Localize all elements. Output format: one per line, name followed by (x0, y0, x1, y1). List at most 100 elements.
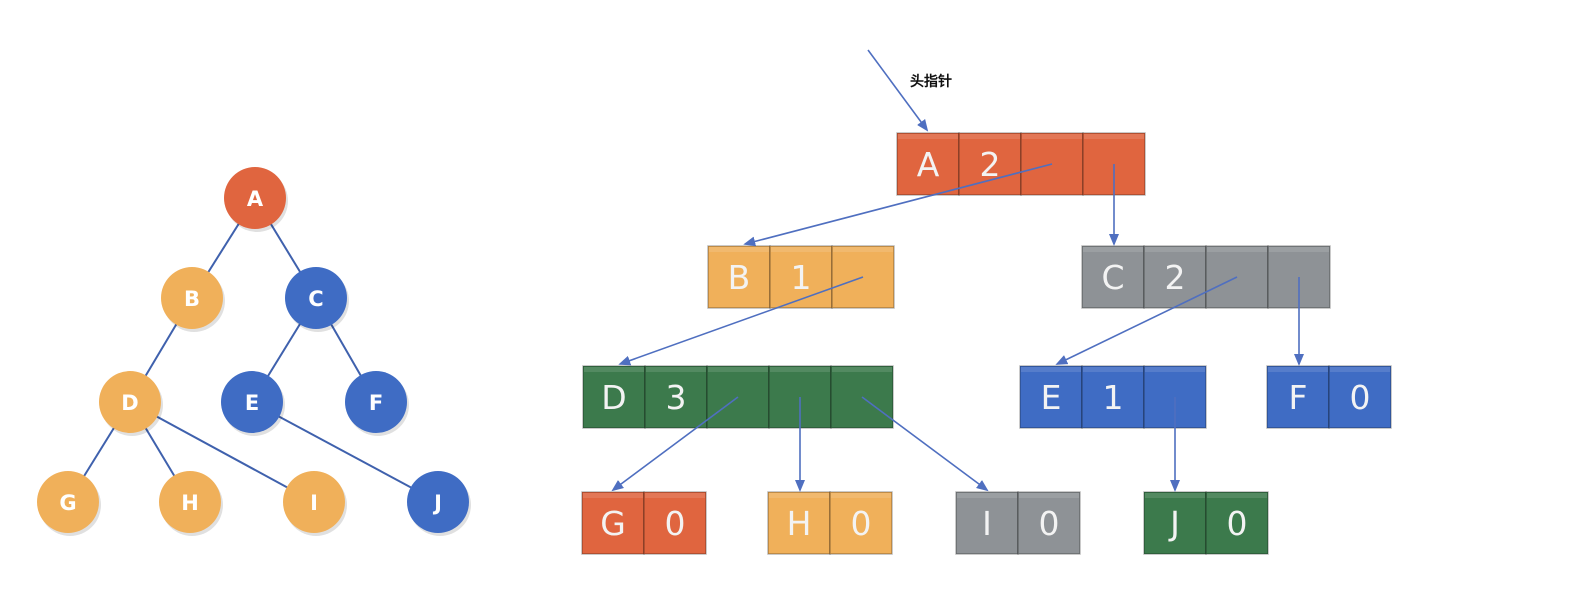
cell-highlight (584, 367, 644, 372)
cell-degree (829, 491, 893, 555)
list-node-degree: 2 (1165, 258, 1186, 297)
cell-highlight (708, 367, 768, 372)
cell-highlight (770, 367, 830, 372)
tree-node-circle (285, 267, 347, 329)
tree-node-circle (283, 471, 345, 533)
list-arrow-d-i (861, 396, 989, 492)
list-node-label: D (601, 378, 626, 417)
cell-highlight (957, 493, 1017, 498)
list-node-label: I (982, 504, 992, 543)
head-pointer: 头指针 (867, 49, 952, 132)
cell-highlight (645, 493, 705, 498)
list-node-label: J (1168, 504, 1180, 543)
tree-node-circle (37, 471, 99, 533)
tree-edge-e-j (251, 401, 439, 503)
cell-highlight (771, 247, 831, 252)
cell-highlight (769, 493, 829, 498)
cell-degree (958, 132, 1022, 196)
cell-degree (769, 245, 833, 309)
tree-node-label: G (59, 491, 76, 515)
tree-node-d: D (99, 371, 163, 436)
tree-edges (67, 197, 439, 503)
cell-degree (1081, 365, 1145, 429)
cell-highlight (1330, 367, 1390, 372)
tree-node-label: C (308, 287, 323, 311)
list-node-label: G (600, 504, 626, 543)
tree-node-circle (99, 371, 161, 433)
list-arrow-a-b (743, 163, 1053, 247)
list-node-degree: 1 (1103, 378, 1124, 417)
tree-node-label: B (184, 287, 200, 311)
tree-node-label: I (310, 491, 318, 515)
cell-highlight (898, 134, 958, 139)
list-node-degree: 3 (666, 378, 687, 417)
cell-highlight (1022, 134, 1082, 139)
cell-highlight (1084, 134, 1144, 139)
list-node-label: H (787, 504, 812, 543)
cell-degree (1017, 491, 1081, 555)
tree-node-circle (345, 371, 407, 433)
list-node-label: F (1289, 378, 1308, 417)
list-node-label: C (1101, 258, 1124, 297)
cell-data (767, 491, 831, 555)
cell-highlight (1145, 493, 1205, 498)
cell-highlight (960, 134, 1020, 139)
tree-node-label: D (121, 391, 138, 415)
list-arrow-b-d (618, 276, 864, 366)
cell-degree (1205, 491, 1269, 555)
cell-highlight (1145, 247, 1205, 252)
tree-node-b: B (161, 267, 225, 332)
list-node-degree: 1 (791, 258, 812, 297)
cell-data (582, 365, 646, 429)
cell-degree (1328, 365, 1392, 429)
cell-highlight (709, 247, 769, 252)
cell-degree (644, 365, 708, 429)
list-node-degree: 0 (851, 504, 872, 543)
cell-data (1081, 245, 1145, 309)
head-pointer-arrow (867, 49, 929, 132)
list-node-degree: 0 (1227, 504, 1248, 543)
cell-highlight (1145, 367, 1205, 372)
tree-edge-d-i (129, 401, 315, 503)
tree-node-f: F (345, 371, 409, 436)
list-node-label: B (728, 258, 751, 297)
cell-highlight (1268, 367, 1328, 372)
tree-node-j: J (407, 471, 471, 536)
cell-data (581, 491, 645, 555)
cell-data (955, 491, 1019, 555)
cell-highlight (1269, 247, 1329, 252)
cell-highlight (646, 367, 706, 372)
cell-highlight (1083, 367, 1143, 372)
tree-node-c: C (285, 267, 349, 332)
cell-highlight (832, 367, 892, 372)
tree-node-label: A (247, 187, 264, 211)
list-node-degree: 0 (665, 504, 686, 543)
tree-node-e: E (221, 371, 285, 436)
tree-node-g: G (37, 471, 101, 536)
list-node-degree: 2 (980, 145, 1001, 184)
list-node-label: A (917, 145, 940, 184)
head-pointer-label: 头指针 (910, 73, 952, 90)
child-list-arrows (611, 163, 1304, 492)
tree-node-h: H (159, 471, 223, 536)
tree-node-circle (221, 371, 283, 433)
tree-node-label: J (432, 491, 442, 515)
tree-node-label: E (245, 391, 259, 415)
tree-node-circle (224, 167, 286, 229)
cell-degree (643, 491, 707, 555)
list-node-degree: 0 (1039, 504, 1060, 543)
tree-node-a: A (224, 167, 288, 232)
list-arrow-c-e (1055, 276, 1238, 365)
list-node-degree: 0 (1350, 378, 1371, 417)
tree-node-circle (161, 267, 223, 329)
cell-highlight (1083, 247, 1143, 252)
